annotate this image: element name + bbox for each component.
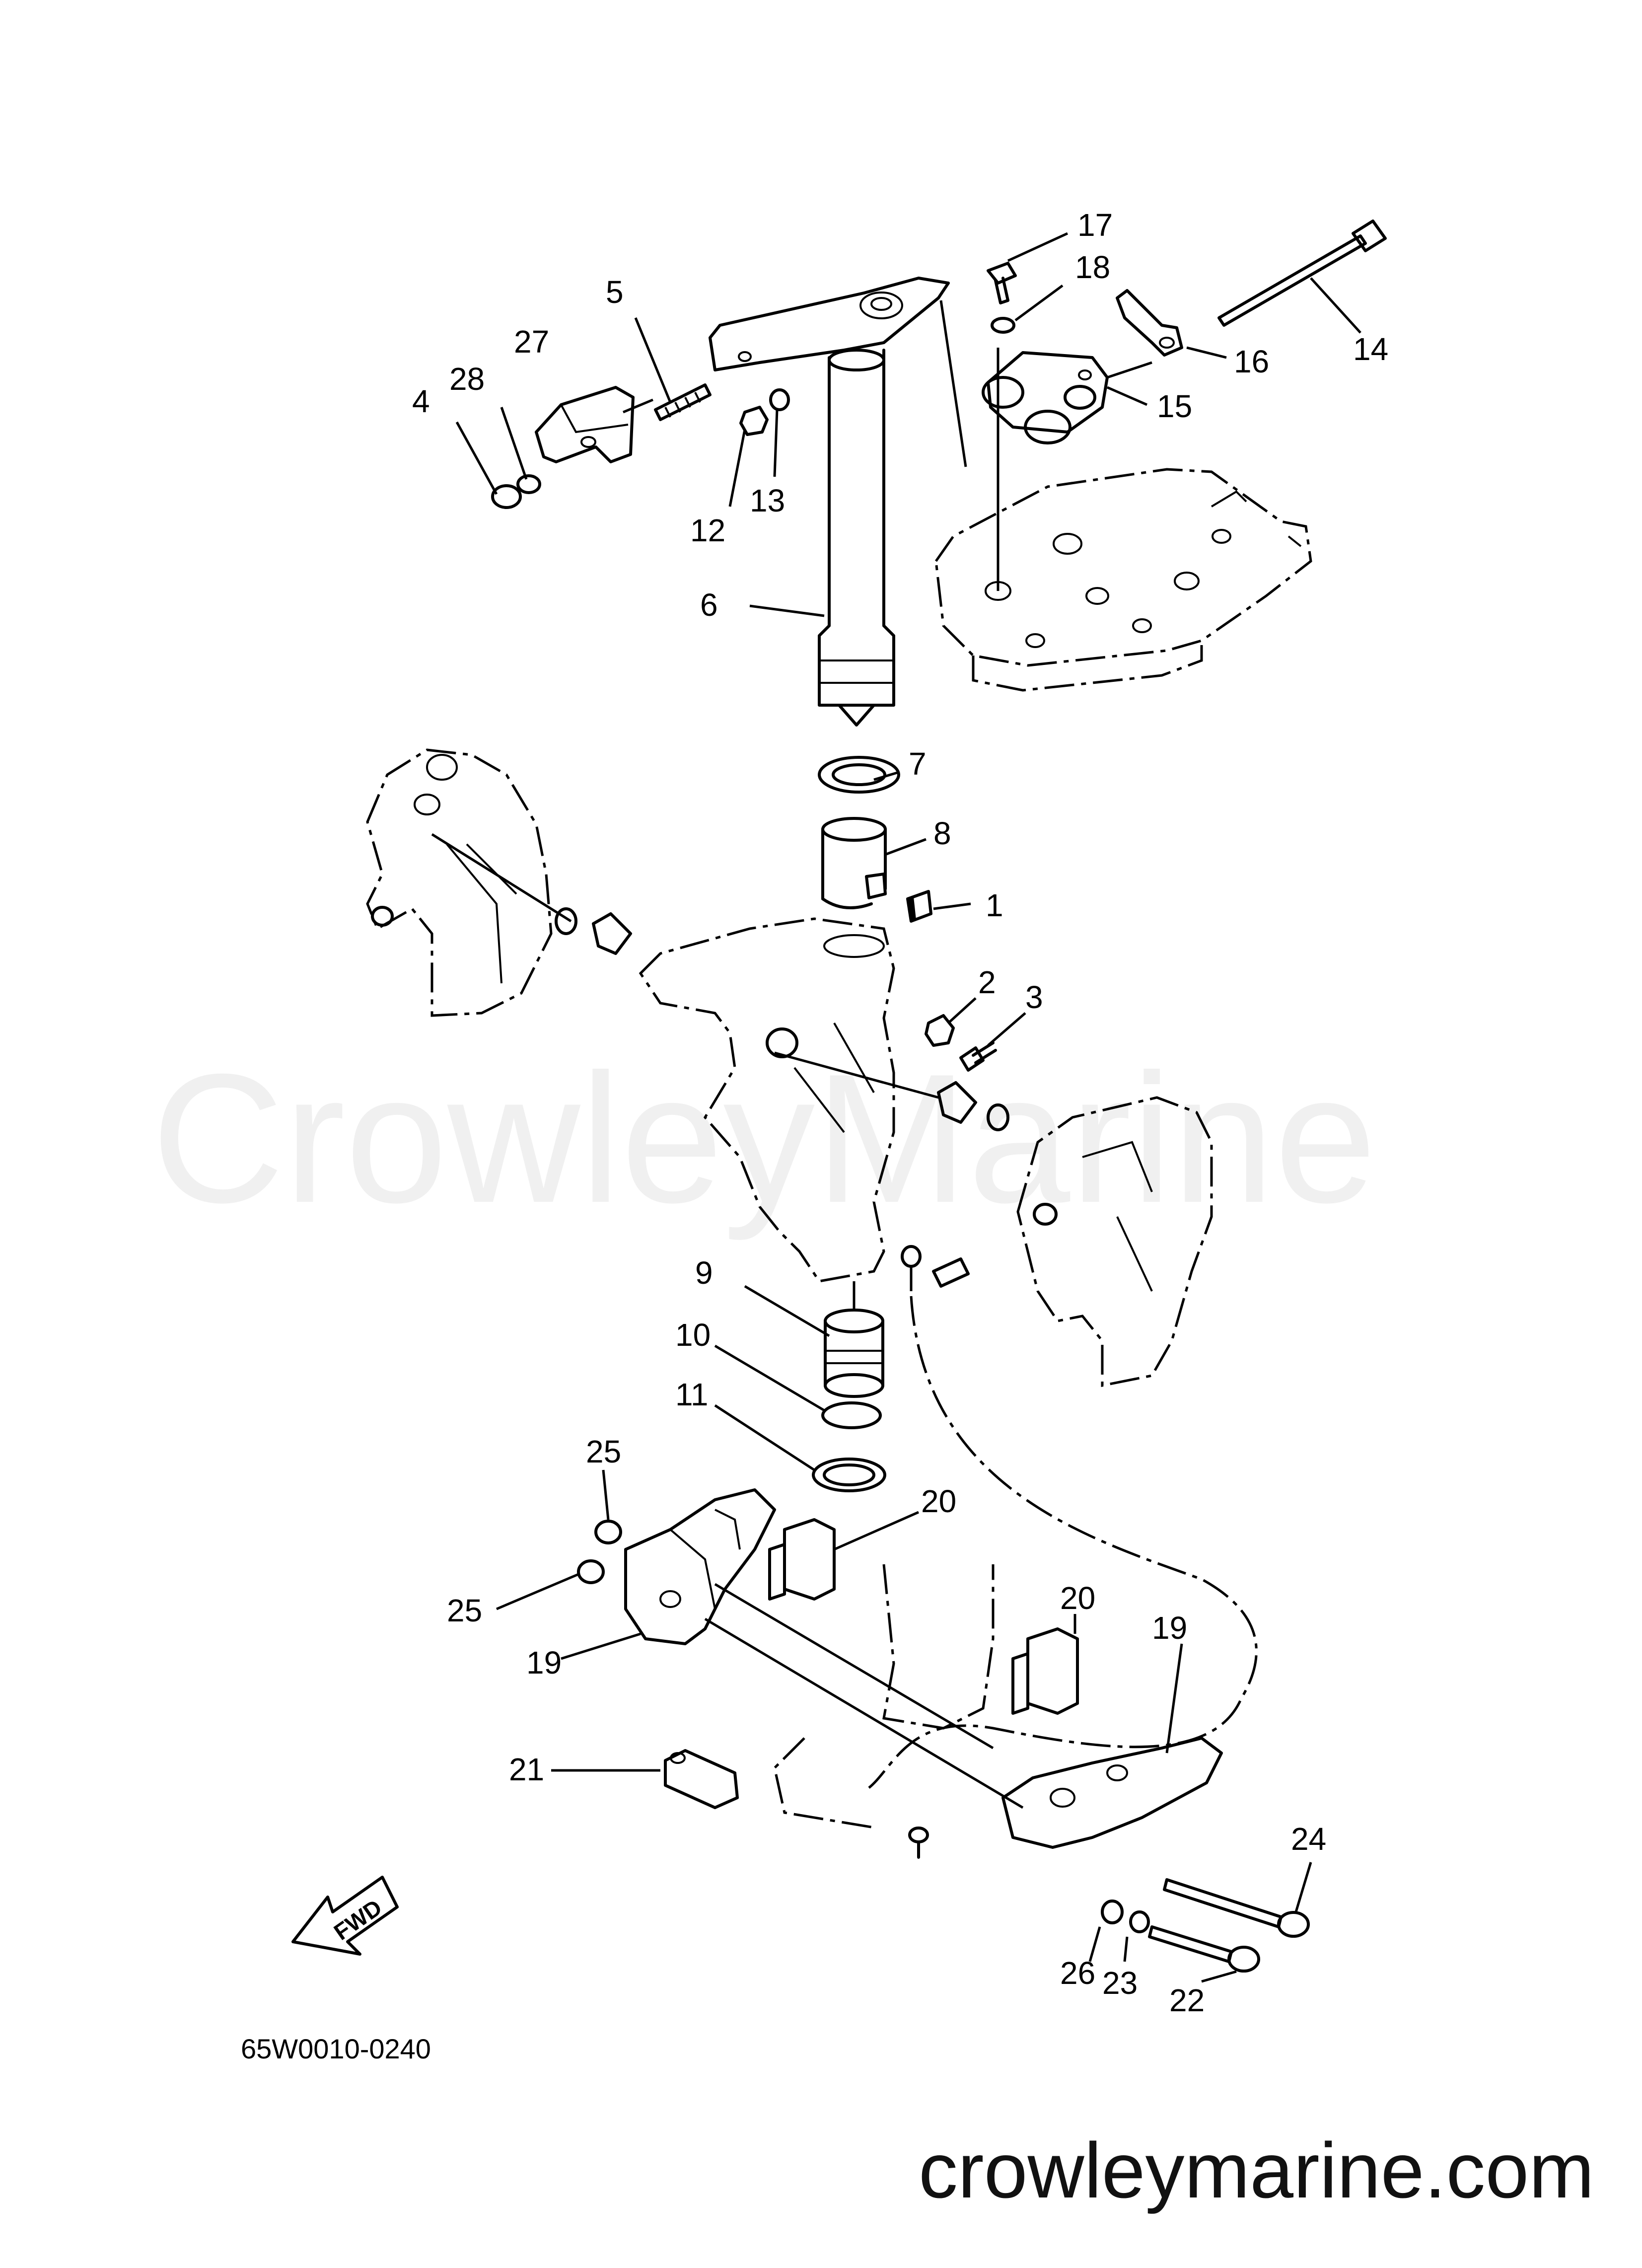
callout-22: 22	[1169, 1982, 1205, 2018]
callout-7: 7	[909, 746, 927, 782]
callout-19-right: 19	[1152, 1610, 1187, 1646]
callout-18: 18	[1075, 249, 1110, 285]
callout-26: 26	[1060, 1955, 1095, 1991]
callout-20-left: 20	[921, 1483, 956, 1519]
callout-1: 1	[986, 887, 1003, 923]
callout-25-left: 25	[447, 1593, 482, 1628]
small-bolt-and-washer	[987, 262, 1017, 334]
pivot-bushings	[431, 833, 1009, 1131]
site-url: crowleymarine.com	[919, 2127, 1594, 2214]
mount-nuts	[577, 1520, 622, 1584]
callout-15: 15	[1157, 388, 1192, 424]
callout-4: 4	[412, 383, 430, 419]
mount-housing-right	[1001, 1737, 1223, 1849]
rubber-mount-left	[768, 1518, 836, 1601]
clamp-bracket-left	[366, 748, 553, 1017]
bushing-upper	[821, 817, 887, 909]
mount-bolts	[704, 1583, 1310, 1973]
callout-23: 23	[1102, 1965, 1138, 2001]
callout-21: 21	[509, 1752, 544, 1787]
oil-seal-upper	[818, 756, 900, 794]
callout-27: 27	[514, 324, 549, 360]
leader-lines	[455, 232, 1361, 1983]
swivel-bracket	[639, 917, 895, 1283]
stay-bracket	[535, 386, 635, 463]
callout-17: 17	[1077, 207, 1113, 243]
callout-12: 12	[690, 512, 725, 548]
grease-nipple	[901, 1245, 970, 1291]
stud-bolt	[654, 383, 712, 421]
nut-and-washer-left	[491, 474, 541, 509]
bracket-plate	[1116, 289, 1183, 357]
nut-washer-shaft	[739, 388, 790, 436]
watermark: CrowleyMarine	[151, 1036, 1376, 1242]
retaining-key	[906, 890, 932, 923]
drawing-code: 65W0010-0240	[241, 2033, 431, 2064]
ground-screw	[908, 1827, 929, 1859]
callout-20-right: 20	[1060, 1580, 1095, 1616]
forward-direction-arrow: FWD	[291, 1876, 399, 1956]
callout-16: 16	[1234, 344, 1269, 379]
callout-3: 3	[1025, 979, 1043, 1015]
lower-housing	[773, 1564, 995, 1829]
mount-housing-left	[624, 1488, 776, 1645]
steering-arm-assembly	[709, 277, 999, 727]
callout-28: 28	[449, 361, 485, 397]
callout-9: 9	[695, 1255, 713, 1291]
callout-24: 24	[1291, 1821, 1326, 1857]
callout-5: 5	[606, 274, 624, 310]
callout-11: 11	[675, 1377, 708, 1412]
ground-lead	[868, 1296, 1258, 1789]
callout-19-left: 19	[526, 1645, 562, 1681]
callout-25-top: 25	[586, 1434, 621, 1469]
clamp-bracket-right	[1016, 1096, 1213, 1388]
fwd-label: FWD	[329, 1894, 387, 1945]
callout-numbers: 1 2 3 4 5 6 7 8 9 10 11 12 13 14 15 16 1…	[412, 207, 1388, 2018]
damper-mount	[982, 351, 1109, 444]
lower-bushing-set	[812, 1281, 886, 1492]
callout-8: 8	[933, 815, 951, 851]
rubber-mount-right	[1011, 1627, 1079, 1715]
engine-support-plate	[934, 468, 1312, 692]
long-bolt	[1217, 219, 1387, 327]
callout-2: 2	[978, 964, 996, 1000]
mount-damper-block	[664, 1749, 739, 1809]
callout-13: 13	[750, 483, 785, 518]
callout-10: 10	[675, 1317, 711, 1353]
callout-6: 6	[700, 587, 718, 623]
callout-14: 14	[1353, 331, 1388, 367]
